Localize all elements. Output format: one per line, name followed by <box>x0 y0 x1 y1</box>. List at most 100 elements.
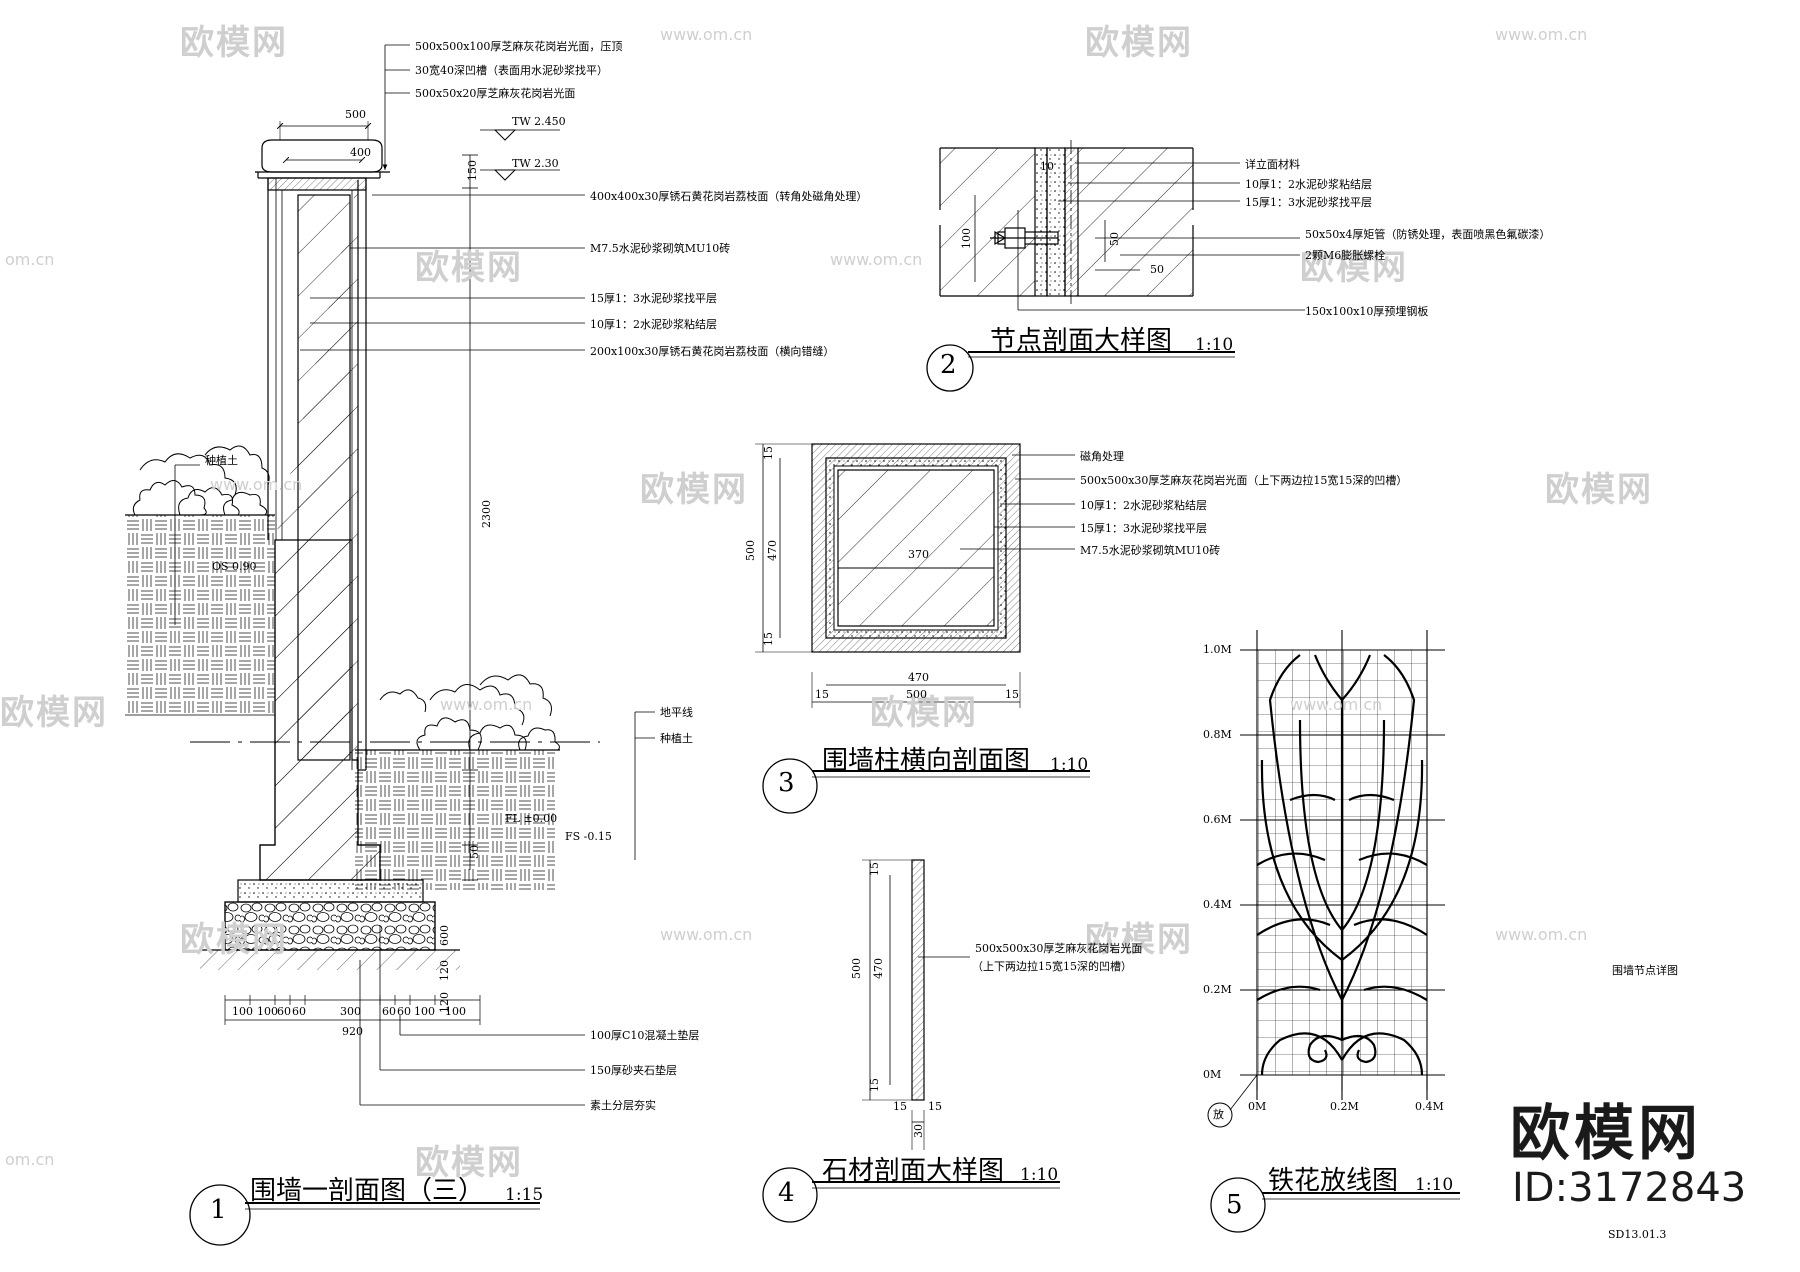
grid-x-tick-3: 0.4M <box>1415 1100 1444 1113</box>
iron-flower-drawing <box>1207 630 1460 1233</box>
drawing3-scale: 1:10 <box>1050 755 1089 775</box>
grid-x-tick-1: 0M <box>1248 1100 1267 1113</box>
note-1-8: 200x100x30厚锈石黄花岗岩荔枝面（横向错缝） <box>590 345 835 358</box>
drawing3-number: 3 <box>778 768 795 798</box>
dim-bottom-7: 60 <box>397 1005 411 1018</box>
drawing2-title: 节点剖面大样图 <box>990 326 1173 356</box>
watermark-6: 欧模网 <box>1545 470 1653 510</box>
grid-y-tick-4: 0.4M <box>1203 898 1232 911</box>
node-dim-50h: 50 <box>1150 263 1164 276</box>
watermark-9: 欧模网 <box>180 920 288 960</box>
grid-y-tick-1: 1.0M <box>1203 643 1232 656</box>
grid-y-tick-2: 0.8M <box>1203 728 1232 741</box>
level-tw1: TW 2.450 <box>512 115 566 128</box>
dim-bottom-2: 100 <box>257 1005 278 1018</box>
drawing4-scale: 1:10 <box>1020 1165 1059 1185</box>
note-2-5: 2颗M6膨胀螺栓 <box>1305 249 1386 262</box>
dim-bottom-6: 60 <box>382 1005 396 1018</box>
brand-logo-text: 欧模网 <box>1510 1099 1702 1169</box>
stone-dim-500: 500 <box>850 958 863 979</box>
note-3-5: M7.5水泥砂浆砌筑MU10砖 <box>1080 544 1221 557</box>
watermark-2: 欧模网 <box>1085 23 1193 63</box>
level-fl: FL ±0.00 <box>505 812 558 825</box>
watermark-10: 欧模网 <box>1085 920 1193 960</box>
note-1-6: 15厚1：3水泥砂浆找平层 <box>590 292 717 305</box>
right-planting-soil-label: 种植土 <box>660 732 693 745</box>
note-2-4: 50x50x4厚矩管（防锈处理，表面喷黑色氟碳漆） <box>1305 228 1551 241</box>
note-3-2: 500x500x30厚芝麻灰花岗岩光面（上下两边拉15宽15深的凹槽） <box>1080 474 1408 487</box>
watermark-url-5: www.om.cn <box>210 475 303 494</box>
col-dim-15a: 15 <box>762 446 775 460</box>
drawing3-title: 围墙柱横向剖面图 <box>822 746 1031 776</box>
stone-dim-15b: 15 <box>868 1078 881 1092</box>
note-1-4: 400x400x30厚锈石黄花岗岩荔枝面（转角处磁角处理） <box>590 190 868 203</box>
watermark-8: 欧模网 <box>870 693 978 733</box>
watermark-7: 欧模网 <box>0 693 108 733</box>
col-dim-inner-370: 370 <box>908 548 929 561</box>
dim-bottom-4: 60 <box>292 1005 306 1018</box>
drawing4-number: 4 <box>778 1178 795 1208</box>
dim-bottom-5: 300 <box>340 1005 361 1018</box>
note-1-5: M7.5水泥砂浆砌筑MU10砖 <box>590 242 731 255</box>
watermark-5: 欧模网 <box>640 470 748 510</box>
dim-bottom-1: 100 <box>232 1005 253 1018</box>
note-2-2: 10厚1：2水泥砂浆粘结层 <box>1245 178 1372 191</box>
col-dim-470h: 470 <box>908 671 929 684</box>
watermark-url-6: www.om.cn <box>440 695 533 714</box>
note-1-1: 500x500x100厚芝麻灰花岗岩光面，压顶 <box>415 40 623 53</box>
col-dim-500v: 500 <box>744 540 757 561</box>
node-dim-50v: 50 <box>1108 232 1121 246</box>
drawing4-title: 石材剖面大样图 <box>822 1156 1005 1186</box>
note-1-10: 150厚砂夹石垫层 <box>590 1064 677 1077</box>
stone-dim-470: 470 <box>872 958 885 979</box>
grid-origin-label: 放 <box>1213 1108 1224 1121</box>
note-4-1: 500x500x30厚芝麻灰花岗岩光面 <box>975 942 1143 955</box>
col-dim-bottom-15b: 15 <box>1005 688 1019 701</box>
watermark-4: 欧模网 <box>1300 248 1408 288</box>
dim-600: 600 <box>438 925 451 946</box>
stone-section-drawing <box>762 859 1060 1223</box>
wall-section-drawing <box>125 44 655 1246</box>
note-2-3: 15厚1：3水泥砂浆找平层 <box>1245 196 1372 209</box>
watermark-1: 欧模网 <box>180 23 288 63</box>
grid-y-tick-3: 0.6M <box>1203 813 1232 826</box>
sheet-code: SD13.01.3 <box>1608 1228 1667 1241</box>
stone-dim-15a: 15 <box>868 862 881 876</box>
drawing2-scale: 1:10 <box>1195 335 1234 355</box>
watermark-url-8: www.om.cn <box>660 925 753 944</box>
level-tw2: TW 2.30 <box>512 157 559 170</box>
grid-y-tick-6: 0M <box>1203 1068 1222 1081</box>
watermark-url-3: om.cn <box>5 250 55 269</box>
watermark-3: 欧模网 <box>415 248 523 288</box>
drawing1-number: 1 <box>210 1195 227 1225</box>
watermark-url-4: www.om.cn <box>830 250 923 269</box>
watermark-11: 欧模网 <box>415 1143 523 1183</box>
drawing2-number: 2 <box>940 350 957 380</box>
grid-x-tick-2: 0.2M <box>1330 1100 1359 1113</box>
node-detail-drawing <box>926 140 1305 392</box>
note-3-3: 10厚1：2水泥砂浆粘结层 <box>1080 499 1207 512</box>
stone-dim-bottom-15a: 15 <box>893 1100 907 1113</box>
sheet-note: 围墙节点详图 <box>1612 964 1678 977</box>
watermark-url-9: www.om.cn <box>1495 925 1588 944</box>
drawing5-scale: 1:10 <box>1415 1175 1454 1195</box>
note-2-6: 150x100x10厚预埋钢板 <box>1305 305 1429 318</box>
brand-id: ID:3172843 <box>1512 1165 1747 1211</box>
ground-line-label: 地平线 <box>660 706 693 719</box>
note-1-2: 30宽40深凹槽（表面用水泥砂浆找平） <box>415 64 608 77</box>
note-1-9: 100厚C10混凝土垫层 <box>590 1029 700 1042</box>
drawing5-number: 5 <box>1226 1190 1243 1220</box>
stone-dim-bottom-15b: 15 <box>928 1100 942 1113</box>
column-section-drawing <box>755 443 1090 814</box>
note-2-1: 详立面材料 <box>1245 158 1300 171</box>
grid-y-tick-5: 0.2M <box>1203 983 1232 996</box>
note-4-2: （上下两边拉15宽15深的凹槽） <box>972 960 1132 973</box>
dim-bottom-8: 100 <box>414 1005 435 1018</box>
note-3-1: 磁角处理 <box>1080 450 1124 463</box>
drawing5-title: 铁花放线图 <box>1268 1166 1399 1196</box>
note-3-4: 15厚1：3水泥砂浆找平层 <box>1080 522 1207 535</box>
note-1-3: 500x50x20厚芝麻灰花岗岩光面 <box>415 87 576 100</box>
watermark-url-2: www.om.cn <box>1495 25 1588 44</box>
